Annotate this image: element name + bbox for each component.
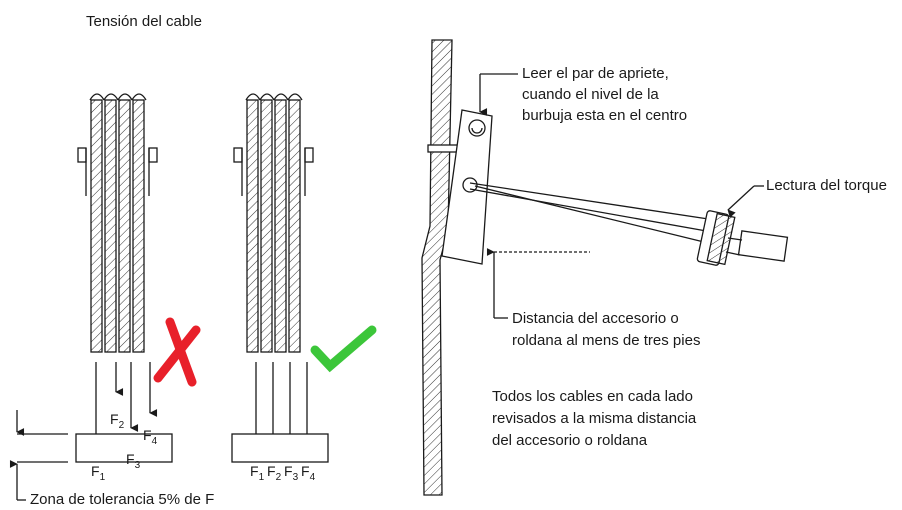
cable-group-right [231, 93, 329, 463]
force-label-f1-wrong: F1 [91, 463, 106, 483]
check-mark-icon [310, 325, 377, 373]
force-label-f3-right: F3 [284, 463, 299, 483]
cables-note-line1: Todos los cables en cada lado [492, 388, 693, 405]
torque-read-note-line2: cuando el nivel de la [522, 86, 659, 103]
torque-read-note-line1: Leer el par de apriete, [522, 65, 669, 82]
pole-assembly [421, 39, 789, 496]
distance-note-line1: Distancia del accesorio o [512, 310, 679, 327]
force-label-f1-right: F1 [250, 463, 265, 483]
diagram-title: Tensión del cable [86, 13, 202, 30]
cables-note-line3: del accesorio o roldana [492, 432, 648, 449]
force-label-f2-right: F2 [267, 463, 282, 483]
x-mark-icon [153, 317, 201, 387]
distance-note-line2: roldana al mens de tres pies [512, 332, 701, 349]
cables-note-line2: revisados a la misma distancia [492, 410, 697, 427]
force-label-f4-wrong: F4 [143, 427, 158, 447]
torque-read-note-line3: burbuja esta en el centro [522, 107, 688, 124]
force-label-f3-wrong: F3 [126, 451, 141, 471]
torque-reading-label: Lectura del torque [766, 177, 887, 194]
force-label-f2-wrong: F2 [110, 411, 125, 431]
force-label-f4-right: F4 [301, 463, 316, 483]
tolerance-zone-label: Zona de tolerancia 5% de F [30, 491, 215, 508]
cable-group-wrong [9, 93, 173, 501]
